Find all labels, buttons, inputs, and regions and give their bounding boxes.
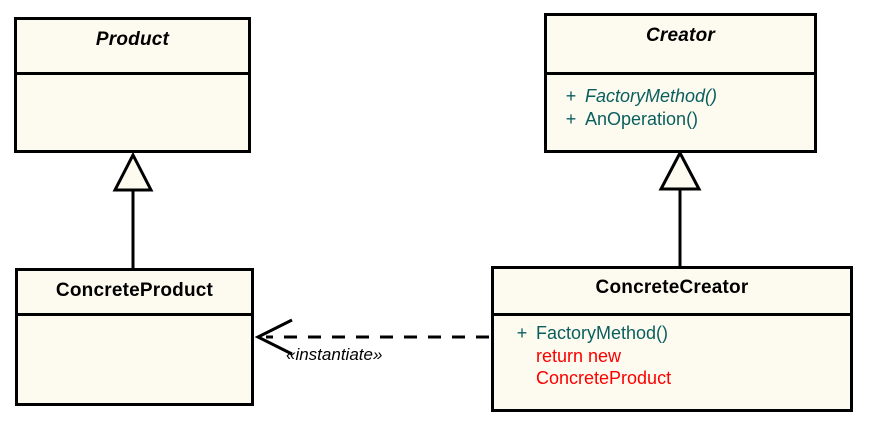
member-visibility: + bbox=[565, 86, 577, 106]
class-name-concrete-creator: ConcreteCreator bbox=[595, 277, 749, 298]
member-visibility: + bbox=[565, 109, 577, 129]
class-box-creator[interactable]: Creator + FactoryMethod() + AnOperation(… bbox=[544, 13, 817, 153]
member-name: FactoryMethod() bbox=[536, 323, 669, 343]
member-note-line: return new bbox=[536, 346, 622, 366]
members-compartment-product bbox=[17, 75, 248, 153]
class-name-product: Product bbox=[95, 29, 170, 50]
member-name: FactoryMethod() bbox=[585, 86, 718, 106]
compartment-divider bbox=[17, 72, 248, 75]
member-row: + AnOperation() bbox=[557, 108, 814, 131]
class-name-creator: Creator bbox=[646, 25, 715, 46]
members-compartment-creator: + FactoryMethod() + AnOperation() bbox=[547, 75, 814, 153]
compartment-divider bbox=[18, 313, 251, 316]
member-visibility: + bbox=[516, 323, 528, 343]
relationship-label-instantiate: «instantiate» bbox=[286, 345, 383, 364]
member-note-line: ConcreteProduct bbox=[536, 368, 672, 388]
class-box-concrete-product[interactable]: ConcreteProduct bbox=[15, 268, 254, 406]
class-name-concrete-product: ConcreteProduct bbox=[55, 280, 214, 301]
generalization-concrete-creator-to-creator bbox=[658, 149, 702, 266]
member-row: + FactoryMethod() bbox=[557, 85, 814, 108]
members-compartment-concrete-creator: + FactoryMethod() return new ConcretePro… bbox=[494, 316, 850, 414]
generalization-concrete-product-to-product bbox=[112, 151, 154, 268]
compartment-divider bbox=[547, 72, 814, 75]
member-name: AnOperation() bbox=[585, 109, 699, 129]
class-box-product[interactable]: Product bbox=[14, 17, 251, 153]
member-row: + FactoryMethod() bbox=[508, 322, 850, 345]
compartment-divider bbox=[494, 313, 850, 316]
class-box-concrete-creator[interactable]: ConcreteCreator + FactoryMethod() return… bbox=[491, 266, 853, 412]
members-compartment-concrete-product bbox=[18, 316, 251, 406]
